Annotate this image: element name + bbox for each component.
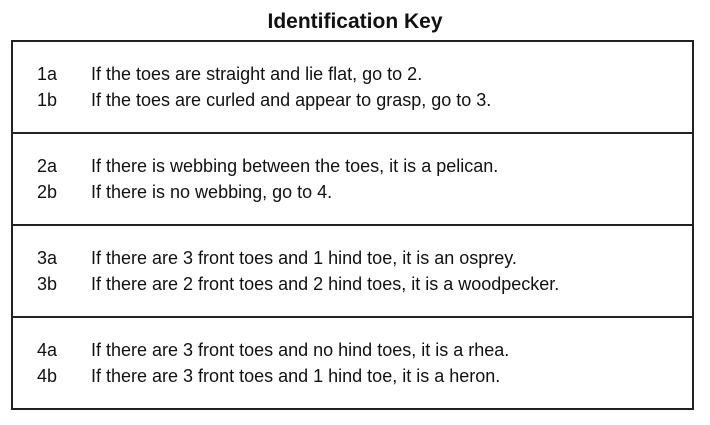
couplet-2: 2a If there is webbing between the toes,… [13,134,692,226]
lead-number: 3b [37,274,58,294]
lead-text: If there are 3 front toes and no hind to… [91,340,510,360]
couplet-1: 1a If the toes are straight and lie flat… [13,42,692,134]
lead-text: If there are 3 front toes and 1 hind toe… [91,366,501,386]
identification-key-table: 1a If the toes are straight and lie flat… [11,40,694,410]
lead-row: 3b If there are 2 front toes and 2 hind … [37,271,692,297]
lead-row: 4a If there are 3 front toes and no hind… [37,337,692,363]
lead-row: 3a If there are 3 front toes and 1 hind … [37,245,692,271]
lead-text: If there is no webbing, go to 4. [91,182,333,202]
lead-number: 2a [37,156,58,176]
lead-row: 2b If there is no webbing, go to 4. [37,179,692,205]
lead-number: 2b [37,182,58,202]
lead-text: If there are 2 front toes and 2 hind toe… [91,274,560,294]
lead-text: If there is webbing between the toes, it… [91,156,499,176]
lead-row: 1b If the toes are curled and appear to … [37,87,692,113]
lead-row: 4b If there are 3 front toes and 1 hind … [37,363,692,389]
lead-text: If the toes are curled and appear to gra… [91,90,492,110]
couplet-3: 3a If there are 3 front toes and 1 hind … [13,226,692,318]
lead-number: 4a [37,340,58,360]
lead-number: 3a [37,248,58,268]
lead-number: 1b [37,90,58,110]
lead-text: If the toes are straight and lie flat, g… [91,64,423,84]
lead-number: 4b [37,366,58,386]
couplet-4: 4a If there are 3 front toes and no hind… [13,318,692,408]
lead-row: 2a If there is webbing between the toes,… [37,153,692,179]
lead-row: 1a If the toes are straight and lie flat… [37,61,692,87]
page-title: Identification Key [267,10,443,33]
lead-number: 1a [37,64,58,84]
lead-text: If there are 3 front toes and 1 hind toe… [91,248,517,268]
